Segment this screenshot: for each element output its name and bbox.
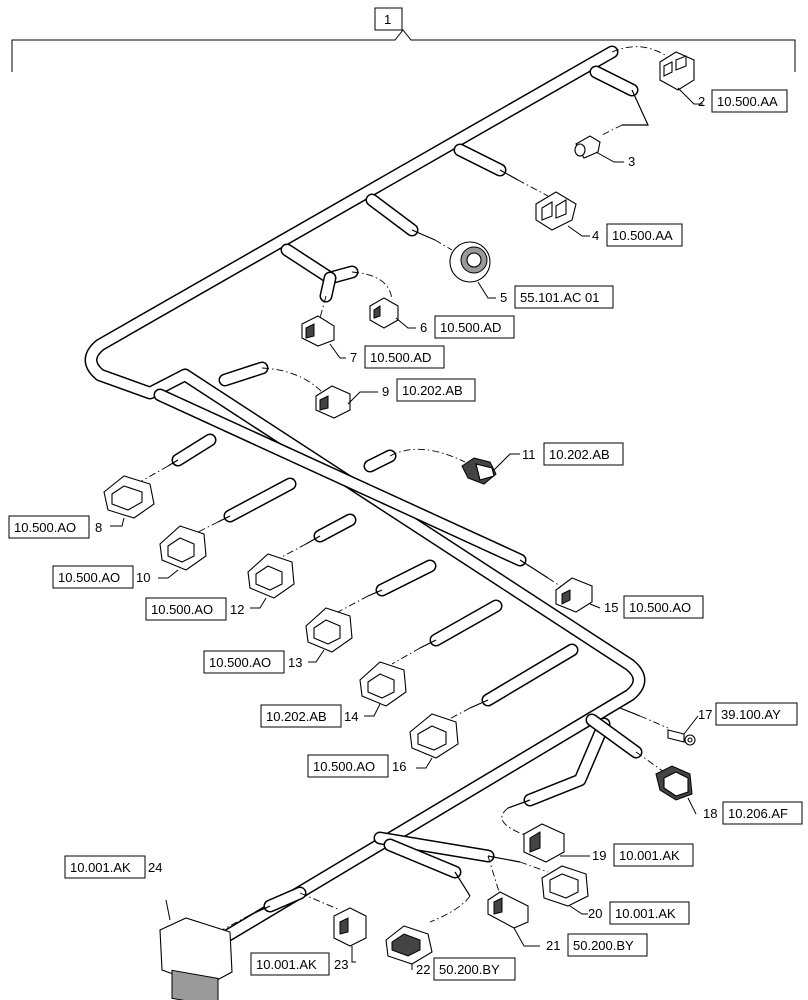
callout-ref-24: 10.001.AK [70,860,131,875]
callout-labels: 2 10.500.AA 3 4 10.500.AA 5 55.101.AC 01… [8,89,803,981]
callout-ref-14: 10.500.AO [629,600,691,615]
callout-number-2: 2 [698,94,705,109]
assembly-number: 1 [384,12,391,27]
callout-ref-21: 50.200.BY [573,938,634,953]
callout-ref-12: 10.500.AO [151,602,213,617]
callout-number-5: 5 [500,290,507,305]
callout-ref-10: 10.500.AO [58,570,120,585]
callout-number-24: 24 [148,860,162,875]
callout-number-14: 15 [604,600,618,615]
connector-21-icon [487,891,529,929]
connector-22-icon [385,925,433,965]
ring-terminal-17-icon [667,729,696,746]
callout-number-17: 17 [698,707,712,722]
callout-ref-9: 10.202.AB [402,383,463,398]
callout-ref-5: 55.101.AC 01 [520,290,600,305]
connector-13-icon [305,607,353,653]
callout-ref-2: 10.500.AA [717,94,778,109]
callout-ref-7: 10.500.AD [370,350,431,365]
callout-ref-23: 10.001.AK [256,957,317,972]
callout-number-7: 7 [350,350,357,365]
callout-ref-6: 10.500.AD [440,320,501,335]
callout-number-12: 12 [230,602,244,617]
callout-number-6: 6 [420,320,427,335]
connector-10-icon [159,525,207,571]
callout-ref-20: 10.001.AK [615,906,676,921]
harness-trunk [84,45,646,965]
callout-number-15: 14 [344,709,358,724]
connector-7-icon [301,315,335,347]
connector-6-icon [369,297,399,329]
callout-number-19: 19 [592,848,606,863]
callout-number-10: 10 [136,570,150,585]
callout-number-21: 21 [546,938,560,953]
callout-ref-18: 10.206.AF [728,806,788,821]
connector-2-icon [659,51,695,91]
connector-4-icon [535,191,577,231]
callout-number-8: 8 [95,520,102,535]
connector-18-icon [655,765,693,801]
callout-number-13: 13 [288,655,302,670]
callout-number-16: 16 [392,759,406,774]
callout-ref-15: 10.202.AB [266,709,327,724]
callout-ref-17: 39.100.AY [721,707,781,722]
connector-19-icon [523,823,565,863]
callout-number-20: 20 [588,906,602,921]
callout-ref-4: 10.500.AA [612,228,673,243]
callout-number-23: 23 [334,957,348,972]
connector-11-icon [461,457,497,485]
callout-ref-16: 10.500.AO [313,759,375,774]
callout-ref-22: 50.200.BY [439,962,500,977]
wire-links [139,46,669,931]
callout-number-11: 11 [522,447,536,462]
callout-number-9: 9 [382,384,389,399]
connector-8-icon [103,475,155,519]
connector-12-icon [247,553,295,599]
callout-number-22: 22 [416,962,430,977]
connector-20-icon [541,865,589,907]
assembly-bracket: 1 [11,7,796,72]
leader-lines [110,87,703,970]
callout-number-3: 3 [628,154,635,169]
connector-14-icon [555,577,593,613]
round-connector-5-icon [449,241,491,283]
callout-ref-19: 10.001.AK [619,848,680,863]
callout-ref-11: 10.202.AB [549,447,610,462]
callout-number-18: 18 [703,806,717,821]
connector-23-icon [333,907,367,947]
ecu-connector-24-icon [159,917,233,1000]
connector-9-icon [315,385,351,419]
connector-16-icon [409,713,459,759]
connector-15-icon [359,661,407,707]
callout-ref-13: 10.500.AO [209,655,271,670]
components [103,51,696,1000]
callout-number-4: 4 [592,228,599,243]
callout-ref-8: 10.500.AO [14,520,76,535]
terminal-3-icon [574,135,601,159]
